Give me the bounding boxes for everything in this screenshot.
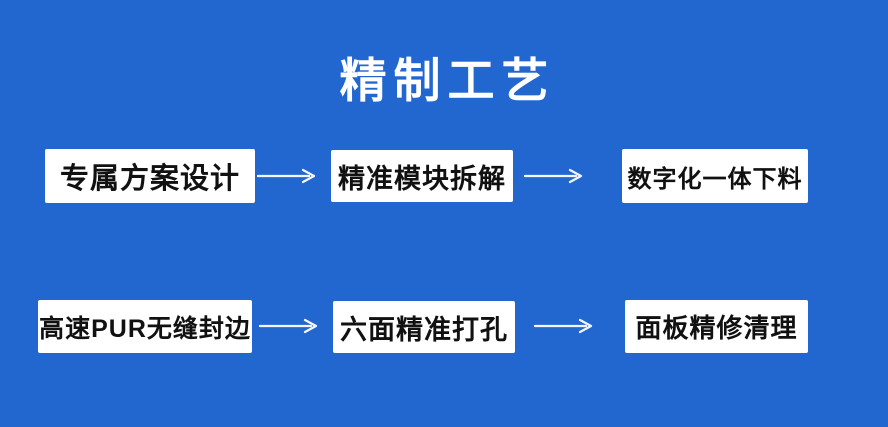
flow-step-pur-edge-banding: 高速PUR无缝封边	[38, 300, 252, 353]
flow-step-plan-design: 专属方案设计	[45, 149, 255, 203]
flow-step-label: 精准模块拆解	[338, 163, 506, 194]
flow-step-label: 六面精准打孔	[340, 314, 508, 345]
flow-step-six-side-drilling: 六面精准打孔	[333, 301, 515, 353]
page-title: 精制工艺	[339, 54, 556, 107]
flow-step-label: 数字化一体下料	[627, 165, 803, 193]
arrow-right-icon	[258, 317, 322, 335]
arrow-right-icon	[533, 317, 597, 335]
flow-step-panel-finishing: 面板精修清理	[625, 300, 808, 353]
flow-step-label: 面板精修清理	[635, 313, 798, 343]
flow-step-label: 专属方案设计	[59, 163, 240, 195]
arrow-right-icon	[523, 167, 587, 185]
flow-step-module-breakdown: 精准模块拆解	[331, 150, 513, 202]
flow-step-label: 高速PUR无缝封边	[39, 314, 251, 343]
arrow-right-icon	[256, 167, 320, 185]
flow-step-digital-cutting: 数字化一体下料	[622, 149, 808, 203]
